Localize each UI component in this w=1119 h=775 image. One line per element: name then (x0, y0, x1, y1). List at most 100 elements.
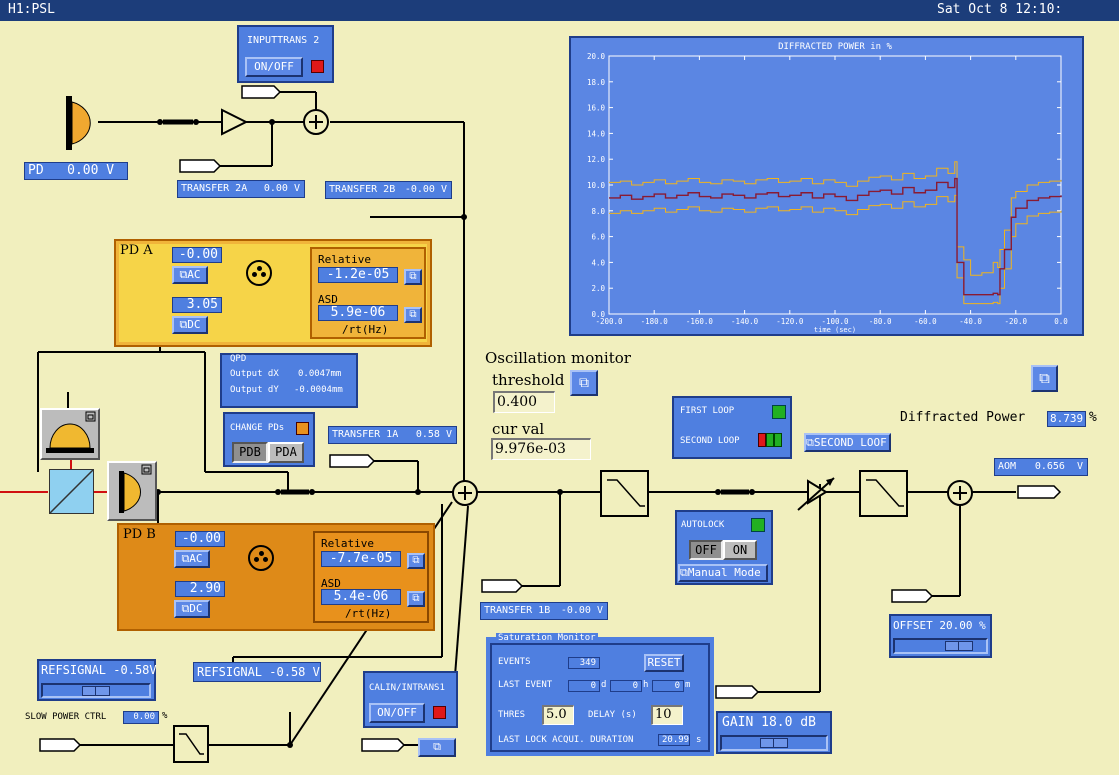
pdb-relative-value: -7.7e-05 (321, 551, 401, 567)
aom-label: AOM (998, 461, 1017, 472)
last-event-label: LAST EVENT (498, 680, 553, 690)
manual-mode-label: Manual Mode (687, 566, 761, 579)
transfer1a-label: TRANSFER 1A (332, 429, 399, 440)
second-loop-button[interactable]: ⧉SECOND LOOF (804, 433, 891, 452)
gain-slider[interactable] (720, 735, 828, 751)
series-max-line (609, 161, 1062, 276)
pda-asd-label: ASD (318, 293, 338, 306)
pda-relative-value: -1.2e-05 (318, 267, 398, 283)
change-pds-title: CHANGE PDs (230, 423, 285, 433)
refsignal-slider[interactable] (41, 683, 151, 698)
photodiode-a-icon (46, 411, 96, 453)
pda-dc-value: 3.05 (172, 297, 222, 313)
events-value: 349 (568, 657, 600, 669)
manual-mode-button[interactable]: ⧉Manual Mode (678, 564, 768, 582)
qpd-dy-value: -0.0004 (294, 385, 332, 395)
last-event-days: 0 (568, 680, 600, 692)
pda-asd-plot-button[interactable]: ⧉ (404, 307, 422, 323)
offset-slider[interactable] (893, 638, 988, 654)
inputtrans2-onoff-button[interactable]: ON/OFF (245, 57, 303, 77)
pdb-relative-plot-button[interactable]: ⧉ (407, 553, 425, 569)
pda-multiplier-icon (246, 260, 272, 286)
diffracted-power-label: Diffracted Power (900, 410, 1026, 425)
pda-asd-value: 5.9e-06 (318, 305, 398, 321)
qpd-panel: QPD Output dX 0.0047mm Output dY -0.0004… (220, 353, 358, 408)
y-tick-label: 4.0 (591, 258, 605, 267)
autolock-on-button[interactable]: ON (723, 540, 757, 560)
clock: Sat Oct 8 12:10: (937, 2, 1063, 17)
x-tick-label: -200.0 (595, 317, 623, 326)
pda-ac-value: -0.00 (172, 247, 222, 263)
pdb-asd-label: ASD (321, 577, 341, 590)
pda-noise-box: Relative -1.2e-05 ⧉ ASD 5.9e-06 ⧉ /rt(Hz… (310, 247, 426, 339)
transfer2b-label: TRANSFER 2B (329, 184, 396, 195)
y-tick-label: 2.0 (591, 284, 605, 293)
pdb-panel: PD B -0.00 ⧉AC 2.90 ⧉DC Relative -7.7e-0… (117, 523, 435, 631)
y-tick-label: 14.0 (587, 129, 606, 138)
select-pda-button[interactable]: PDA (268, 442, 304, 463)
pdb-ac-button[interactable]: ⧉AC (174, 550, 210, 568)
pda-title: PD A (120, 243, 153, 258)
pdb-dc-label: DC (189, 602, 203, 615)
gain-slider-knob[interactable] (760, 738, 788, 748)
curval-readout: 9.976e-03 (491, 438, 591, 460)
pdb-dc-button[interactable]: ⧉DC (174, 600, 210, 618)
pda-ac-button[interactable]: ⧉AC (172, 266, 208, 284)
second-loop-button-label: SECOND LOOF (813, 436, 887, 449)
loop-status-panel: FIRST LOOP SECOND LOOP (672, 396, 792, 459)
title-bar: H1:PSL Sat Oct 8 12:10: (0, 0, 1119, 21)
duration-label: LAST LOCK ACQUI. DURATION (498, 735, 634, 745)
qpd-dx-value: 0.0047 (298, 369, 331, 379)
second-loop-led-1 (758, 433, 766, 447)
change-pds-status-led (296, 422, 309, 435)
slow-power-unit: % (162, 711, 168, 721)
pd-value: 0.00 V (67, 163, 115, 178)
last-event-days-unit: d (601, 680, 607, 690)
last-event-hours-unit: h (643, 680, 649, 690)
pdb-relative-label: Relative (321, 537, 374, 550)
x-tick-label: -160.0 (686, 317, 714, 326)
pd-voltage-readout: PD 0.00 V (24, 162, 128, 180)
pda-relative-plot-button[interactable]: ⧉ (404, 269, 422, 285)
select-pdb-button[interactable]: PDB (232, 442, 268, 463)
qpd-dy-unit: mm (331, 385, 343, 395)
saturation-reset-button[interactable]: RESET (644, 654, 684, 672)
autolock-panel: AUTOLOCK OFF ON ⧉Manual Mode (675, 510, 773, 585)
calin-related-display-button[interactable]: ⧉ (418, 738, 456, 757)
autolock-led (751, 518, 765, 532)
x-tick-label: 0.0 (1054, 317, 1068, 326)
autolock-off-button[interactable]: OFF (689, 540, 723, 560)
refsignal-slider-knob[interactable] (82, 686, 110, 696)
pda-detector-button[interactable] (40, 408, 100, 460)
pda-dc-button[interactable]: ⧉DC (172, 316, 208, 334)
beam-splitter (49, 469, 94, 514)
y-tick-label: 12.0 (587, 155, 606, 164)
pd-label: PD (28, 163, 44, 178)
y-tick-label: 16.0 (587, 104, 606, 113)
second-loop-led-3 (774, 433, 782, 447)
plot-area (608, 55, 1062, 315)
pdb-asd-plot-button[interactable]: ⧉ (407, 591, 425, 607)
calin-onoff-button[interactable]: ON/OFF (369, 703, 425, 723)
diffracted-plot-button[interactable]: ⧉ (1031, 365, 1058, 392)
threshold-plot-button[interactable]: ⧉ (570, 370, 598, 396)
chart-title: DIFFRACTED POWER in % (778, 42, 892, 52)
pdb-asd-unit: /rt(Hz) (345, 607, 392, 620)
delay-input[interactable]: 10 (651, 705, 683, 725)
pdb-ac-label: AC (189, 552, 203, 565)
threshold-input[interactable]: 0.400 (493, 391, 555, 413)
slow-power-label: SLOW POWER CTRL (25, 712, 107, 722)
refsignal-left-panel: REFSIGNAL -0.58V (37, 659, 157, 701)
x-tick-label: -140.0 (731, 317, 759, 326)
pdb-asd-value: 5.4e-06 (321, 589, 401, 605)
y-tick-label: 10.0 (587, 181, 606, 190)
pdb-detector-button[interactable] (107, 461, 157, 521)
gain-value: 18.0 dB (761, 715, 816, 730)
x-tick-label: -40.0 (959, 317, 982, 326)
beam-splitter-icon (50, 470, 93, 513)
chart-svg: DIFFRACTED POWER in %-200.0-180.0-160.0-… (587, 42, 1068, 334)
thres-input[interactable]: 5.0 (542, 705, 574, 725)
threshold-label: threshold (492, 371, 565, 389)
offset-slider-knob[interactable] (945, 641, 973, 651)
